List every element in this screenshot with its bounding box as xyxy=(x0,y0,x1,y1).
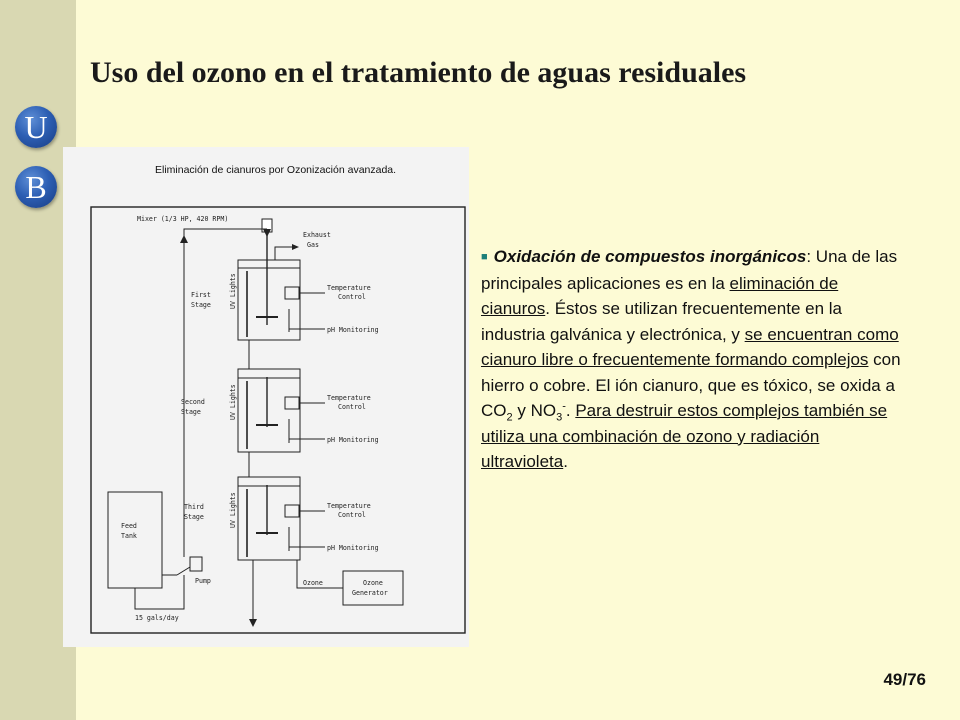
first-stage-label-2: Stage xyxy=(191,301,211,309)
exhaust-label: Exhaust xyxy=(303,231,331,239)
temperature-label-2b: Control xyxy=(338,403,366,411)
underlined-cyanide-removal: eliminación de cianuros xyxy=(481,273,839,319)
third-stage-label-2: Stage xyxy=(184,513,204,521)
gas-label: Gas xyxy=(307,241,319,249)
text-segment-6: . xyxy=(563,452,568,471)
ozone-generator-label-1: Ozone xyxy=(363,579,383,587)
temperature-label-3b: Control xyxy=(338,511,366,519)
pump-label: Pump xyxy=(195,577,211,585)
feed-tank-label-2: Tank xyxy=(121,532,137,540)
page-number: 49/76 xyxy=(883,670,926,689)
text-segment-1: : Una de las principales aplicaciones es… xyxy=(481,247,898,293)
ozone-generator xyxy=(342,570,404,606)
text-segment-3: con hierro o cobre. El ión cianuro, que … xyxy=(481,350,901,420)
mixer-label: Mixer (1/3 HP, 420 RPM) xyxy=(137,215,228,223)
uv-lights-label-3: UV Lights xyxy=(229,492,237,528)
first-stage-reactor xyxy=(237,259,301,341)
ozone-label: Ozone xyxy=(303,579,323,587)
lead-term: Oxidación de compuestos inorgánicos xyxy=(493,247,807,266)
co2-subscript: 2 xyxy=(506,411,513,424)
ozonation-process-diagram: Eliminación de cianuros por Ozonización … xyxy=(63,147,469,647)
temperature-label-1b: Control xyxy=(338,293,366,301)
figure-caption: Eliminación de cianuros por Ozonización … xyxy=(155,164,396,176)
third-stage-label-1: Third xyxy=(184,503,204,511)
feed-tank-label-1: Feed xyxy=(121,522,137,530)
temperature-label-1a: Temperature xyxy=(327,284,371,292)
third-stage-reactor xyxy=(237,476,301,561)
ozone-generator-label-2: Generator xyxy=(352,589,388,597)
uv-lights-label-1: UV Lights xyxy=(229,273,237,309)
bullet-paragraph: ■ Oxidación de compuestos inorgánicos: Un… xyxy=(481,244,901,475)
pump xyxy=(189,556,203,572)
flow-rate-label: 15 gals/day xyxy=(135,614,179,622)
logo-letter-u: U xyxy=(15,106,57,148)
feed-tank xyxy=(107,491,163,589)
slide-title: Uso del ozono en el tratamiento de aguas… xyxy=(90,56,747,89)
ph-monitoring-label-2: pH Monitoring xyxy=(327,436,379,444)
second-stage-reactor xyxy=(237,368,301,453)
ph-monitoring-label-3: pH Monitoring xyxy=(327,544,379,552)
no3-subscript: 3 xyxy=(556,411,563,424)
no3-superscript: - xyxy=(562,400,566,413)
second-stage-label-1: Second xyxy=(181,398,205,406)
text-segment-5: . xyxy=(565,401,576,420)
logo-letter-b: B xyxy=(15,166,57,208)
text-segment-4: y NO xyxy=(512,401,557,420)
diagram-frame xyxy=(90,206,466,634)
text-segment-2: . Éstos se utilizan frecuentemente en la… xyxy=(481,299,842,344)
uv-lights-label-2: UV Lights xyxy=(229,384,237,420)
underlined-free-cyanide: se encuentran como cianuro libre o frecu… xyxy=(481,324,899,370)
first-stage-label-1: First xyxy=(191,291,211,299)
square-bullet-icon: ■ xyxy=(481,251,488,263)
underlined-ozone-uv: Para destruir estos complejos también se… xyxy=(481,401,888,471)
second-stage-label-2: Stage xyxy=(181,408,201,416)
ph-monitoring-label-1: pH Monitoring xyxy=(327,326,379,334)
temperature-label-3a: Temperature xyxy=(327,502,371,510)
body-text: ■ Oxidación de compuestos inorgánicos: Un… xyxy=(481,244,901,475)
temperature-label-2a: Temperature xyxy=(327,394,371,402)
